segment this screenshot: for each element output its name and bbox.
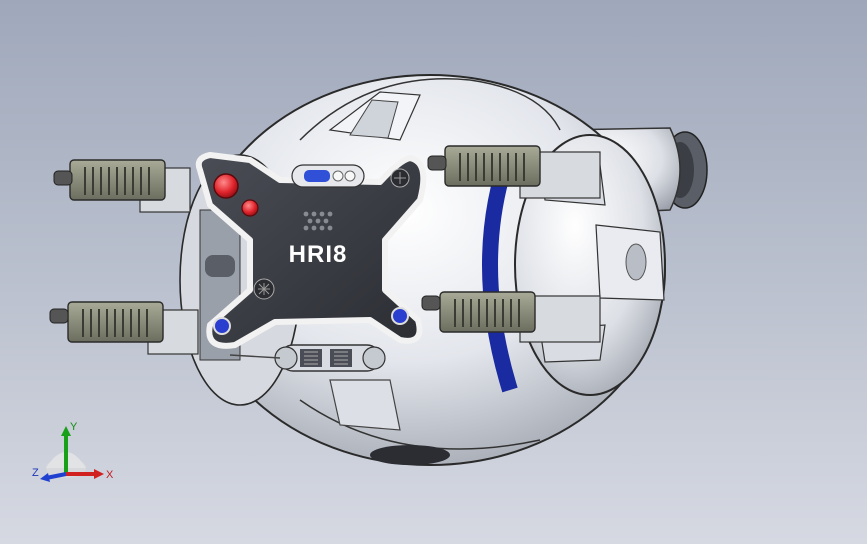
gun-top-right [427,145,601,199]
gun-top-left [53,159,191,213]
triad-y-label: Y [70,421,78,433]
blue-sensor-left [213,317,231,335]
blue-sensor-right [391,307,409,325]
bottom-nozzle-assembly [229,344,386,372]
triad-z-axis [45,472,67,480]
coordinate-triad: X Y Z [32,421,114,482]
vent-fan-left [253,278,275,300]
gun-bottom-right [421,291,601,343]
red-light-large [213,173,239,199]
triad-z-label: Z [32,467,39,479]
top-indicator-capsule [291,164,365,188]
gun-bottom-left [49,301,199,355]
vent-grille-top [303,211,333,231]
triad-x-label: X [106,469,114,481]
front-control-panel: HRI8 [195,152,427,349]
red-light-small [241,199,259,217]
vent-fan-top-right [390,168,410,188]
hull-label: HRI8 [289,241,348,268]
